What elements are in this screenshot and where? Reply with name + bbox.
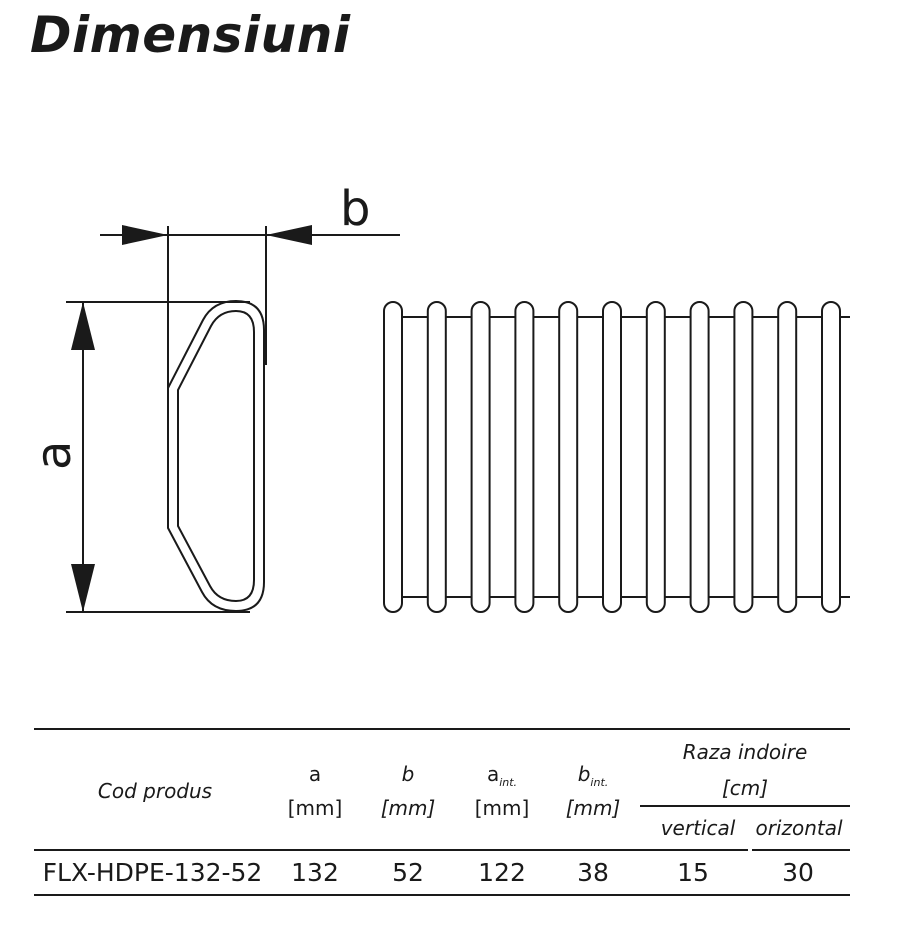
row-a-int: 122 <box>478 858 526 887</box>
header-b-symbol: b <box>401 762 415 786</box>
cross-section-outer <box>167 299 265 613</box>
row-a: 132 <box>291 858 339 887</box>
dimension-label-b: b <box>340 181 370 237</box>
pipe-rib <box>514 301 535 613</box>
dimension-label-a: a <box>26 441 82 470</box>
b-arrow-right <box>266 225 312 245</box>
header-radius-label: Raza indoire <box>682 740 808 764</box>
b-arrow-left <box>122 225 168 245</box>
header-b-unit: [mm] <box>380 796 436 820</box>
header-radius-unit: [cm] <box>721 776 769 800</box>
row-vertical: 15 <box>677 858 709 887</box>
header-horizontal: orizontal <box>755 816 843 840</box>
table-bottom-rule <box>34 894 850 896</box>
header-b-int-symbol: bint. <box>577 762 609 789</box>
header-code: Cod produs <box>97 779 213 803</box>
header-vertical: vertical <box>660 816 736 840</box>
pipe-rib <box>777 301 798 613</box>
corrugated-pipe <box>383 301 850 613</box>
pipe-rib <box>821 301 841 613</box>
page-title: Dimensiuni <box>30 6 351 64</box>
pipe-rib <box>689 301 710 613</box>
cross-section-inner <box>177 309 255 603</box>
pipe-rib <box>426 301 447 613</box>
row-b-int: 38 <box>577 858 609 887</box>
a-arrow-top <box>71 302 95 350</box>
pipe-rib <box>558 301 579 613</box>
header-bottom-rule <box>34 849 748 851</box>
row-b: 52 <box>392 858 424 887</box>
row-code: FLX-HDPE-132-52 <box>42 858 263 887</box>
header-a-symbol: a <box>308 762 322 786</box>
header-a-int-unit: [mm] <box>474 796 530 820</box>
pipe-rib <box>733 301 754 613</box>
pipe-rib <box>602 301 622 613</box>
header-b-int-unit: [mm] <box>565 796 621 820</box>
radius-group-rule <box>640 805 850 807</box>
table-top-rule <box>34 728 850 730</box>
header-a-unit: [mm] <box>287 796 343 820</box>
row-horizontal: 30 <box>782 858 814 887</box>
header-bottom-rule-right <box>752 849 850 851</box>
pipe-rib <box>645 301 666 613</box>
header-a-int-symbol: aint. <box>486 762 518 789</box>
a-arrow-bottom <box>71 564 95 612</box>
pipe-rib <box>383 301 403 613</box>
pipe-rib <box>470 301 491 613</box>
dimension-drawing: b a <box>26 181 850 613</box>
